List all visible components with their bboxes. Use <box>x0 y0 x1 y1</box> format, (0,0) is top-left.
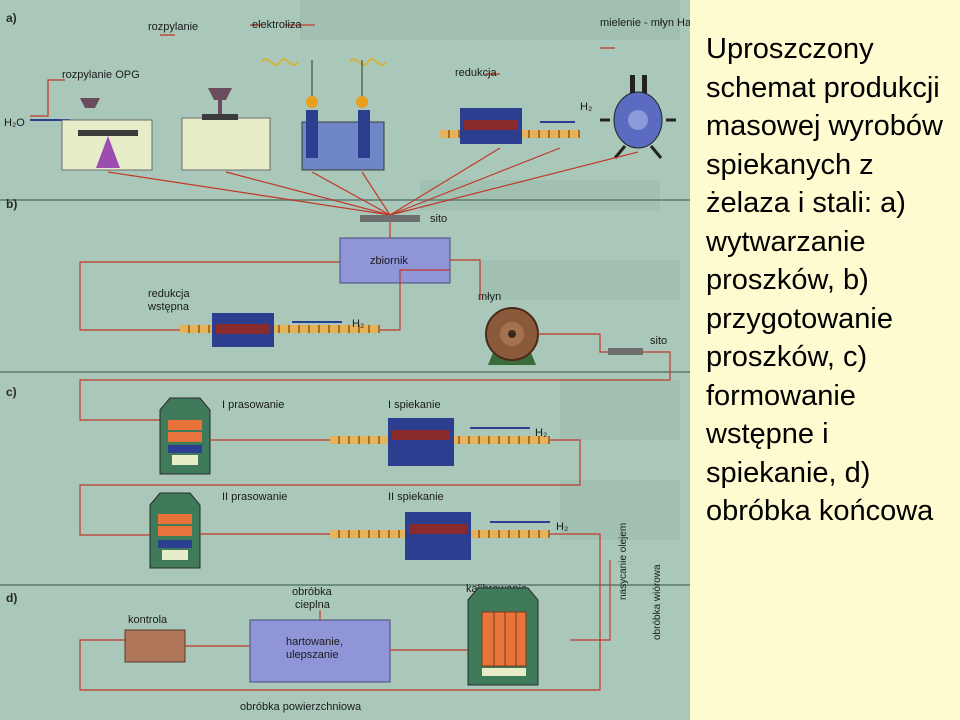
hardening-box <box>249 619 391 683</box>
label-obrobka-cieplna-2: cieplna <box>295 599 331 611</box>
press-2 <box>149 492 201 569</box>
inspection-box <box>124 629 186 663</box>
label-h2-b: H₂ <box>352 318 364 330</box>
caption-panel: Uproszczony schemat produkcji masowej wy… <box>690 0 960 720</box>
label-rozpylanie: rozpylanie <box>148 21 198 33</box>
feed-lines <box>107 147 639 216</box>
label-redukcja: redukcja <box>455 67 497 79</box>
label-sito-b: sito <box>430 213 447 225</box>
sintering-furnace-1 <box>330 418 550 466</box>
section-label-b: b) <box>6 197 17 211</box>
process-diagram-svg: a) b) c) d) rozpylanie OPG rozpylanie el… <box>0 0 690 713</box>
label-hartowanie-2: ulepszanie <box>286 649 339 661</box>
label-redukcja-wstepna-2: wstępna <box>147 301 190 313</box>
label-h2o: H₂O <box>4 117 25 129</box>
label-h2-c1: H₂ <box>535 427 547 439</box>
sieve-b <box>360 215 420 222</box>
label-redukcja-wstepna-1: redukcja <box>148 288 190 300</box>
sintering-furnace-2 <box>330 512 550 560</box>
label-ii-prasowanie: II prasowanie <box>222 491 287 503</box>
atomizer <box>181 88 271 171</box>
label-mielenie: mielenie - młyn Hametag <box>600 17 690 29</box>
background-texture <box>300 0 680 540</box>
label-sito-b2: sito <box>650 335 667 347</box>
label-obrobka-cieplna-1: obróbka <box>292 586 333 598</box>
electrolysis-cell <box>261 58 387 171</box>
label-mlyn: młyn <box>478 291 501 303</box>
section-dividers <box>0 199 690 586</box>
calibration-press <box>467 587 539 686</box>
label-i-prasowanie: I prasowanie <box>222 399 284 411</box>
section-label-d: d) <box>6 591 17 605</box>
section-label-c: c) <box>6 385 17 399</box>
label-i-spiekanie: I spiekanie <box>388 399 441 411</box>
diagram-caption: Uproszczony schemat produkcji masowej wy… <box>706 33 943 527</box>
label-h2-a: H₂ <box>580 101 592 113</box>
label-hartowanie-1: hartowanie, <box>286 636 343 648</box>
flow-lines-b <box>79 222 671 421</box>
hametag-mill <box>600 75 676 159</box>
label-h2-c2: H₂ <box>556 521 568 533</box>
label-zbiornik: zbiornik <box>370 255 408 267</box>
tank <box>339 237 451 284</box>
sieve-b2 <box>608 348 643 355</box>
label-elektroliza: elektroliza <box>252 19 302 31</box>
ball-mill <box>485 307 539 365</box>
section-label-a: a) <box>6 11 17 25</box>
opg-atomizer <box>30 98 153 171</box>
press-1 <box>159 397 211 475</box>
label-leaders-a <box>30 24 615 117</box>
label-rozpylanie-opg: rozpylanie OPG <box>62 69 140 81</box>
label-nasycanie: nasycanie olejem <box>618 523 629 600</box>
pre-reduction-furnace <box>180 313 380 347</box>
label-kontrola: kontrola <box>128 614 168 626</box>
flow-lines-c <box>79 439 611 691</box>
process-diagram: a) b) c) d) rozpylanie OPG rozpylanie el… <box>0 0 690 720</box>
label-obrobka-wiorowa: obróbka wiórowa <box>652 564 663 640</box>
flow-lines-d <box>185 610 468 651</box>
reduction-furnace-a <box>440 108 580 144</box>
label-obrobka-powierzchniowa: obróbka powierzchniowa <box>240 701 362 713</box>
label-ii-spiekanie: II spiekanie <box>388 491 444 503</box>
